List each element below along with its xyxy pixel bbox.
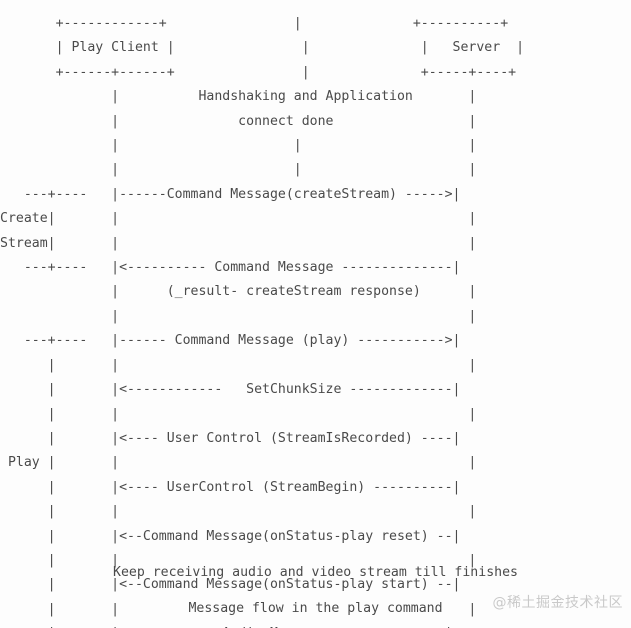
watermark-label: @稀土掘金技术社区 bbox=[492, 595, 623, 611]
diagram-title: Message flow in the play command bbox=[188, 601, 443, 616]
footer-note: Keep receiving audio and video stream ti… bbox=[113, 565, 518, 580]
